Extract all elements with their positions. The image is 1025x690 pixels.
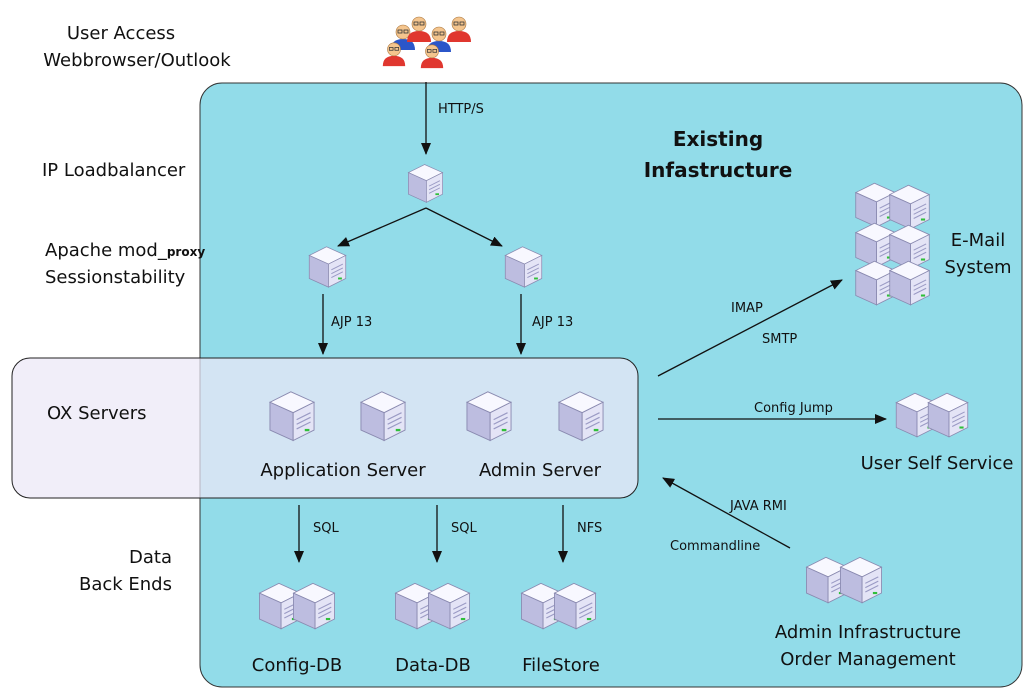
users-icon: [382, 16, 472, 69]
existing-label: Existing: [673, 127, 763, 151]
commandline-label: Commandline: [670, 539, 760, 554]
ox-servers-box: [11, 357, 639, 499]
admin-server-label: Admin Server: [479, 460, 602, 481]
back-ends-label: Back Ends: [79, 574, 172, 595]
data-label: Data: [129, 547, 172, 568]
application-server-icon-2: [360, 391, 406, 442]
application-server-icon-1: [269, 391, 315, 442]
lb-right-arrow: [425, 207, 503, 247]
user-access-label: User Access: [67, 23, 175, 44]
ajp-right-label: AJP 13: [532, 315, 573, 330]
imap-smtp-arrow: [657, 279, 843, 377]
ajp-left-label: AJP 13: [331, 315, 372, 330]
infastructure-label: Infastructure: [644, 158, 793, 182]
email-label: E-Mail: [951, 230, 1005, 251]
proxy-right-server-icon: [504, 246, 543, 288]
filestore-label: FileStore: [522, 655, 600, 676]
java-rmi-arrow: [662, 477, 791, 549]
config-jump-label: Config Jump: [754, 401, 833, 416]
sql-config-label: SQL: [313, 521, 339, 536]
lb-left-arrow: [337, 207, 427, 247]
nfs-label: NFS: [577, 521, 602, 536]
sessionstability-label: Sessionstability: [45, 267, 186, 288]
application-server-label: Application Server: [260, 460, 426, 481]
java-rmi-label: JAVA RMI: [729, 499, 787, 514]
smtp-label: SMTP: [762, 332, 797, 347]
email-system-icon: [855, 182, 930, 306]
loadbalancer-server-icon: [407, 163, 444, 203]
system-label: System: [944, 257, 1011, 278]
imap-label: IMAP: [731, 301, 763, 316]
admin-server-icon-2: [558, 391, 604, 442]
apache-label: Apache mod_proxy: [45, 240, 205, 261]
user-self-service-label: User Self Service: [861, 453, 1014, 474]
webbrowser-outlook-label: Webbrowser/Outlook: [43, 50, 231, 71]
ox-servers-label: OX Servers: [47, 403, 146, 424]
loadbalancer-label: IP Loadbalancer: [42, 160, 186, 181]
http-label: HTTP/S: [438, 102, 484, 117]
data-db-label: Data-DB: [395, 655, 471, 676]
proxy-left-server-icon: [308, 246, 347, 288]
sql-data-label: SQL: [451, 521, 477, 536]
config-db-label: Config-DB: [252, 655, 342, 676]
admin-server-icon-1: [466, 391, 512, 442]
order-management-label: Order Management: [780, 649, 955, 670]
admin-infrastructure-label: Admin Infrastructure: [775, 622, 961, 643]
